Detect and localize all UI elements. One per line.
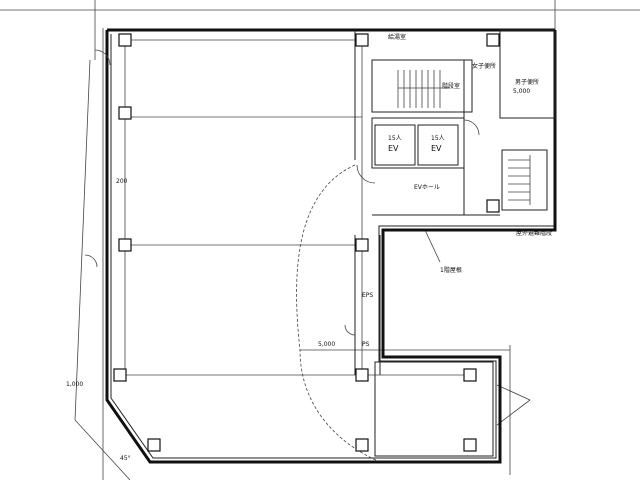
kitchenette-label: 給湯室 [388,33,406,41]
columns [113,33,500,452]
left-offset-dimension: 1,000 [66,381,83,388]
angle-dimension: 45° [120,455,131,462]
ev2-capacity: 15人 [431,135,445,142]
outdoor-stair-label: 屋外避難階段 [516,229,552,237]
doors [84,49,480,336]
toilet-dimension: 5,000 [513,88,530,95]
ps-label: PS [362,341,370,348]
roof-label: 1階屋根 [440,266,462,274]
wall-offset-dimension: 200 [116,178,128,185]
womens-toilet-label: 女子便所 [472,62,496,70]
ev-hall-label: EVホール [414,184,440,191]
mens-toilet-label: 男子便所 [515,78,539,86]
eps-label: EPS [362,292,373,299]
core [371,29,556,457]
corridor-dimension: 5,000 [318,341,335,348]
ev1-capacity: 15人 [388,135,402,142]
stair-treads [397,70,450,108]
ev1-label: EV [388,144,399,153]
outdoor-stair [501,149,548,211]
elevator-shaft-2 [417,124,459,166]
elevator-shaft-1 [374,124,416,166]
stair-label: 階段室 [442,82,460,90]
ev2-label: EV [431,144,442,153]
exterior-walls [105,28,557,464]
